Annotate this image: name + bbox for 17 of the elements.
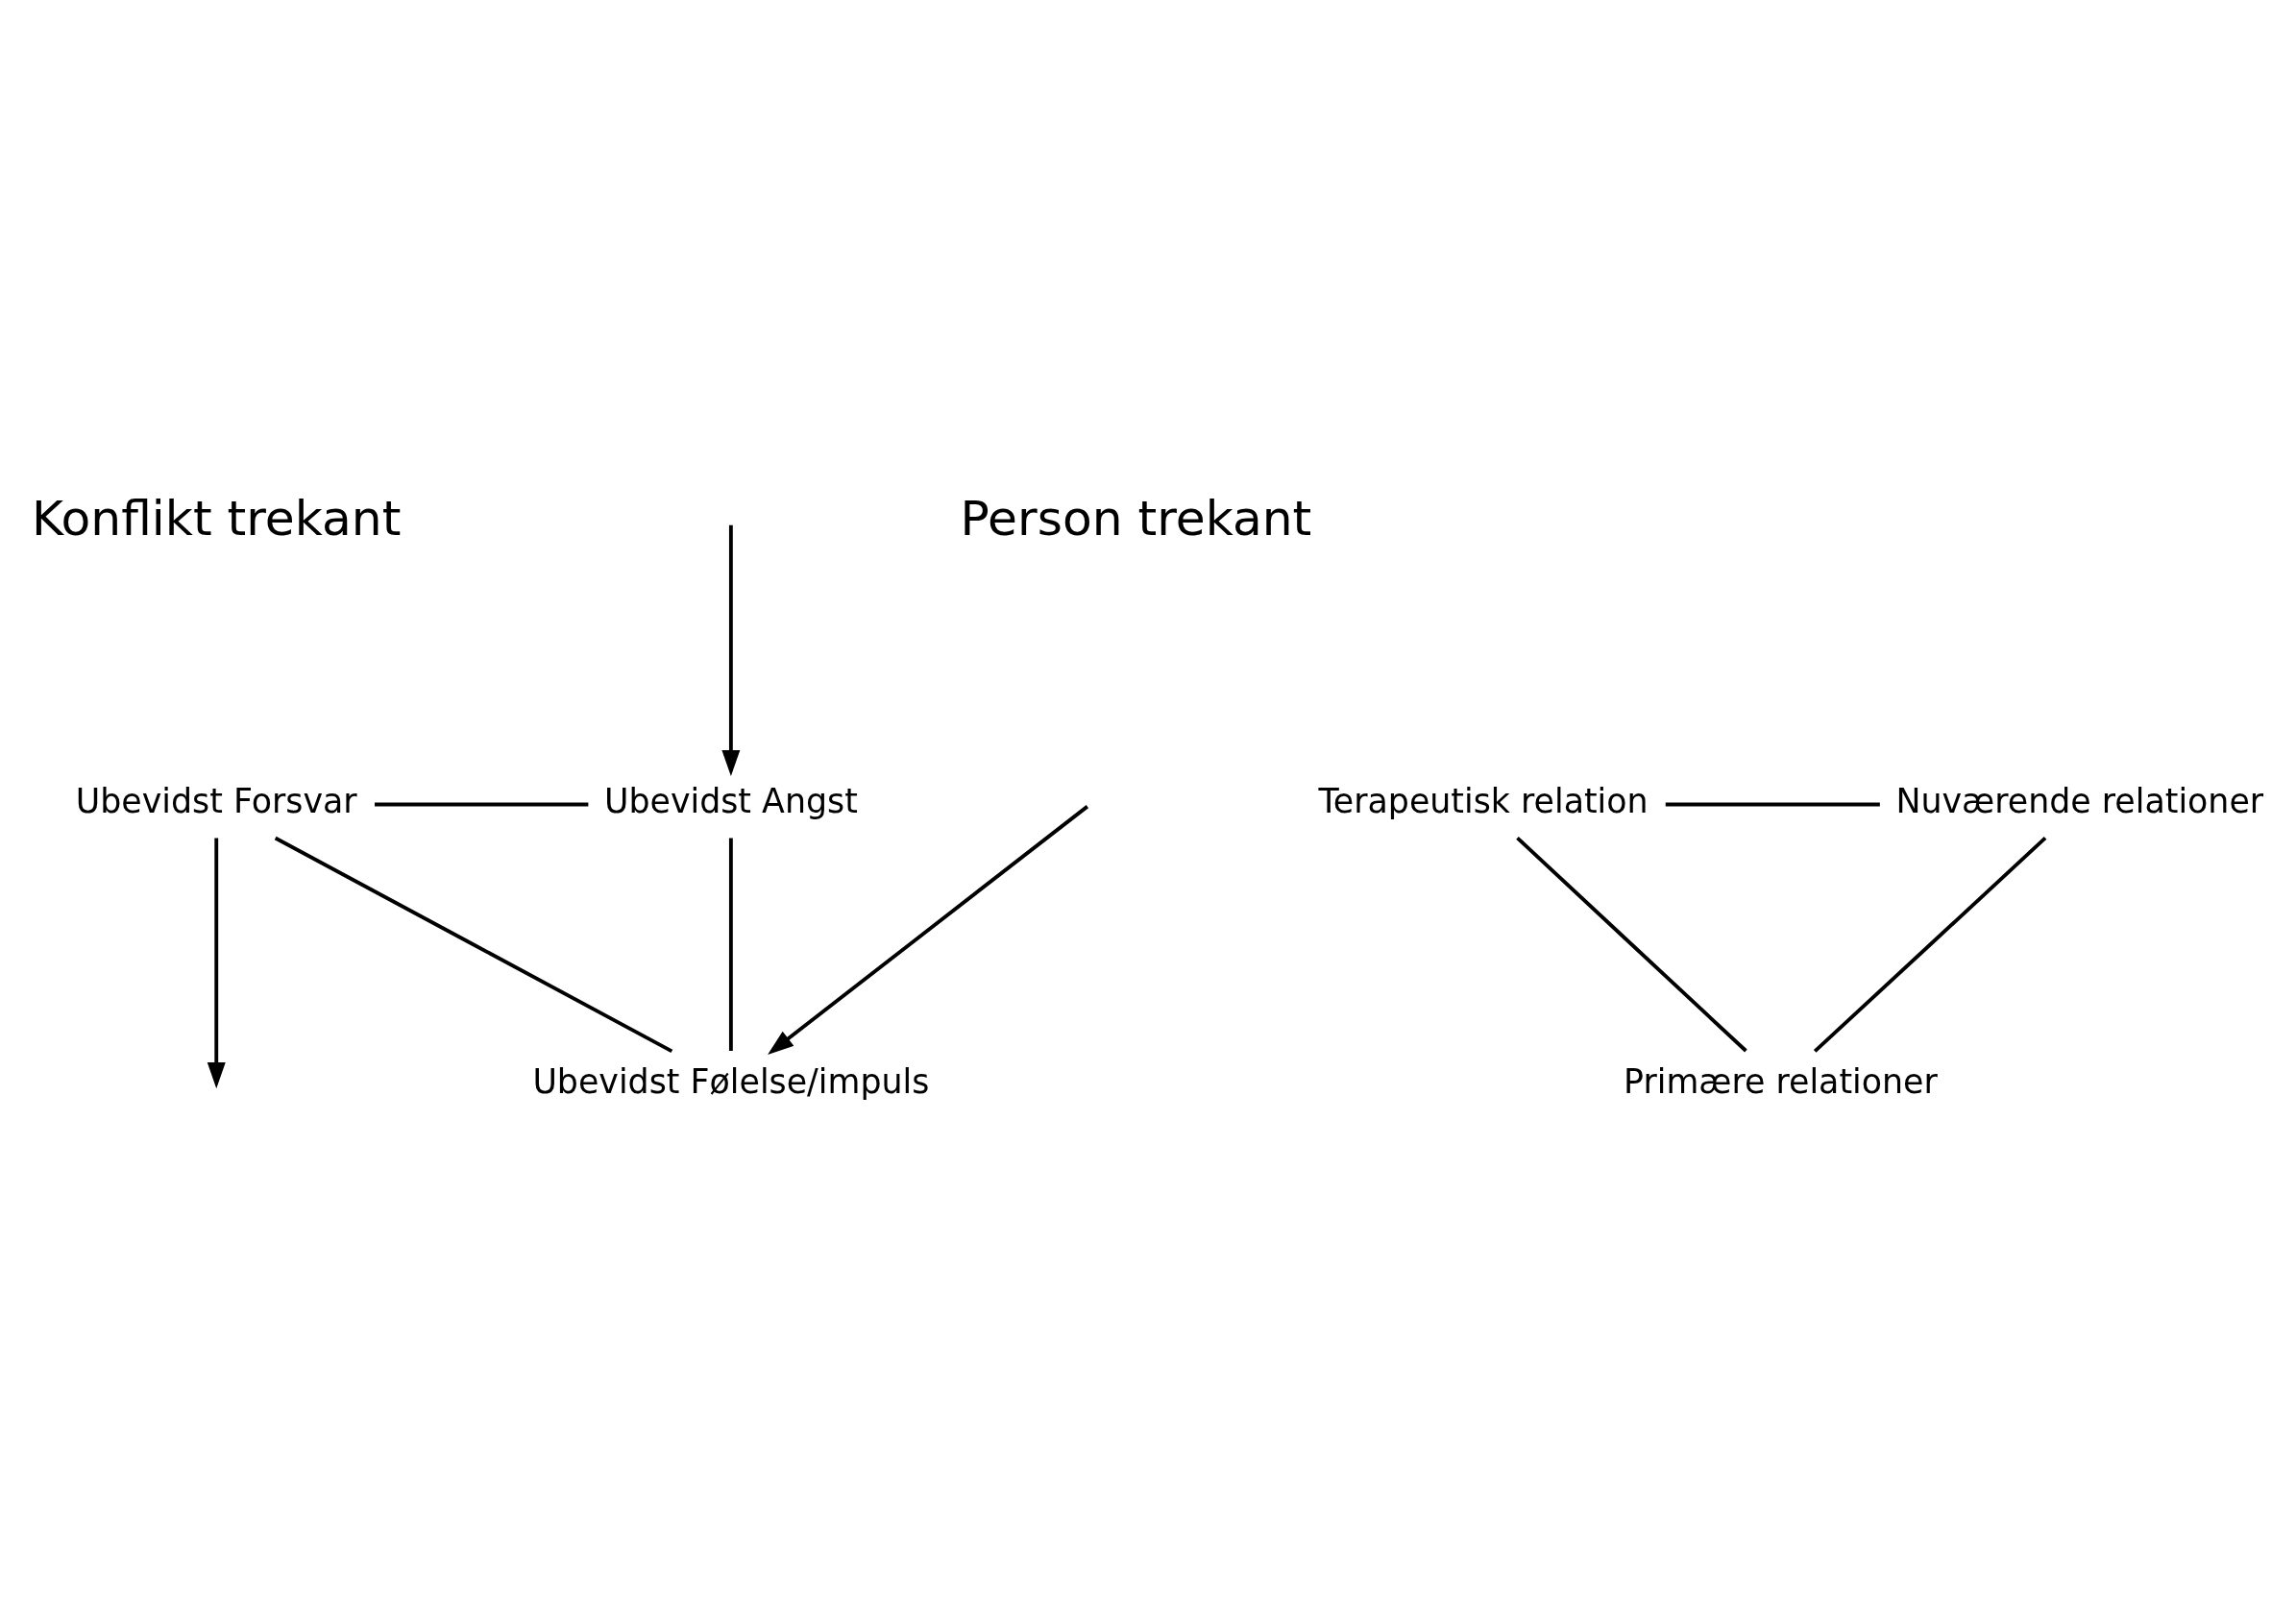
arrow	[721, 524, 741, 777]
connector	[1813, 837, 2047, 1053]
connector	[1516, 837, 1747, 1053]
connector	[728, 838, 733, 1051]
connector	[274, 836, 673, 1054]
connector	[375, 802, 589, 807]
arrow	[207, 838, 226, 1089]
node-text: Terapeutisk relation	[1318, 781, 1649, 820]
node-text: Ubevidst Angst	[603, 781, 858, 820]
label: Konflikt trekant	[32, 489, 402, 547]
arrow	[768, 805, 1089, 1055]
node-text: Nuværende relationer	[1895, 781, 2264, 820]
connector	[1665, 802, 1880, 807]
node-text: Ubevidst Følelse/impuls	[532, 1061, 930, 1101]
node-text: Primære relationer	[1624, 1061, 1938, 1101]
node-text: Ubevidst Forsvar	[75, 781, 357, 820]
label: Person trekant	[960, 489, 1312, 547]
